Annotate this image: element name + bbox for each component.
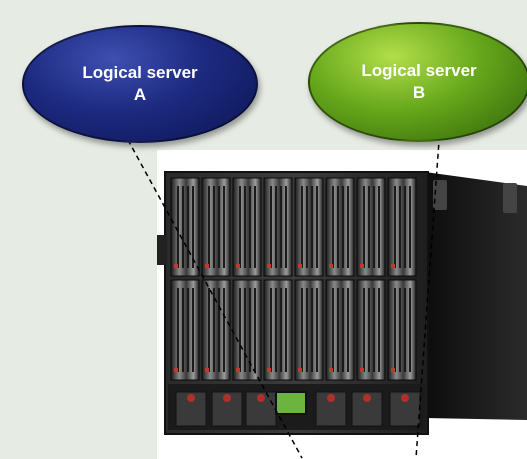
blade-slot: [356, 177, 386, 277]
connector-line-a: [127, 139, 303, 459]
blade-slot: [356, 279, 386, 381]
blade-server-enclosure-icon: [157, 171, 527, 435]
logical-server-b-letter: B: [412, 83, 426, 102]
blade-slot: [263, 177, 293, 277]
blade-slot: [232, 177, 262, 277]
blade-slot: [170, 279, 200, 381]
logical-server-a-label: Logical server: [82, 63, 198, 82]
blade-slot: [325, 279, 355, 381]
blade-slot: [232, 279, 262, 381]
blade-slot: [387, 279, 417, 381]
blade-slot: [325, 177, 355, 277]
logical-server-a-node: Logical server A: [22, 25, 258, 143]
logical-server-b-node: Logical server B: [308, 22, 527, 142]
lcd-display: [275, 391, 307, 415]
connector-line-b: [415, 99, 443, 459]
blade-slot: [294, 177, 324, 277]
blade-slot: [201, 279, 231, 381]
blade-slot: [201, 177, 231, 277]
blade-slot: [387, 177, 417, 277]
logical-server-a-letter: A: [133, 85, 147, 104]
power-supply-unit: [389, 391, 421, 427]
logical-server-b-label: Logical server: [361, 61, 477, 80]
blade-slot: [263, 279, 293, 381]
blade-slot: [294, 279, 324, 381]
